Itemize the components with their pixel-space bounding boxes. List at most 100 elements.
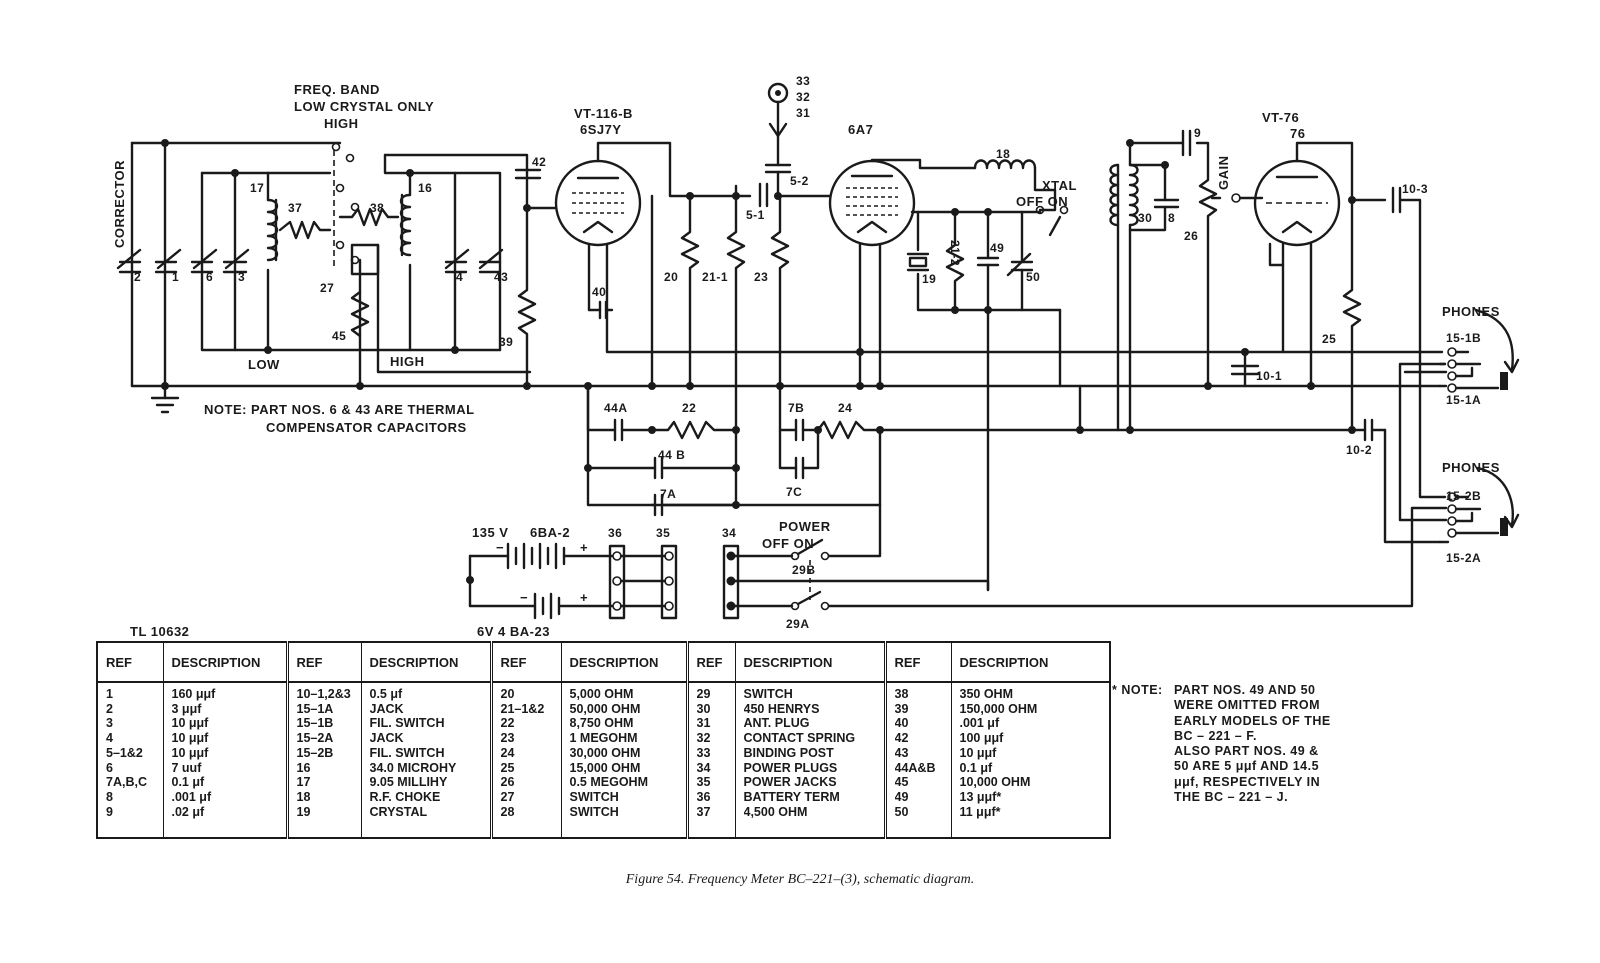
ref-cell: 45 <box>894 775 909 790</box>
footnote-line: μμf, RESPECTIVELY IN <box>1174 774 1321 789</box>
ref-cell: 24 <box>500 745 515 760</box>
tube-6a7 <box>828 158 1069 592</box>
header-desc-5: DESCRIPTION <box>951 642 1110 683</box>
desc-cell: 13 μμf* <box>959 789 1002 804</box>
low-crystal-label: LOW CRYSTAL ONLY <box>294 99 434 114</box>
part-j15-2a: 15-2A <box>1446 551 1481 565</box>
part-l17: 17 <box>250 181 264 195</box>
header-ref-5: REF <box>885 642 952 683</box>
part-c10-2: 10-2 <box>1346 443 1372 457</box>
xtal-off-on-label: OFF ON <box>1016 194 1068 209</box>
ref-cell: 21–1&2 <box>500 701 545 716</box>
part-j33: 33 <box>796 74 810 88</box>
part-j31: 31 <box>796 106 810 120</box>
desc-cell: 160 μμf <box>171 687 216 701</box>
part-r26: 26 <box>1184 229 1198 243</box>
ref-column-1: 1 2 3 4 5–1&2 6 7A,B,C 8 9 <box>97 682 164 838</box>
desc-cell: FIL. SWITCH <box>369 745 445 760</box>
ref-cell: 50 <box>894 804 909 819</box>
part-j15-2b: 15-2B <box>1446 489 1481 503</box>
ref-cell: 35 <box>696 775 711 790</box>
ref-cell: 36 <box>696 789 711 804</box>
desc-cell: 3 μμf <box>171 701 202 716</box>
tube1-name: VT-116-B <box>574 106 633 121</box>
desc-cell: 11 μμf* <box>959 804 1001 819</box>
thermal-note-line1: NOTE: PART NOS. 6 & 43 ARE THERMAL <box>204 402 475 417</box>
part-l16: 16 <box>418 181 432 195</box>
ref-cell: 38 <box>894 687 909 701</box>
ref-cell: 33 <box>696 745 711 760</box>
part-t35: 35 <box>656 526 670 540</box>
part-c44b: 44 B <box>658 448 685 462</box>
band-section-wiring <box>116 139 542 414</box>
ref-cell: 25 <box>500 760 515 775</box>
power-label: POWER <box>779 519 831 534</box>
footnote-line: PART NOS. 49 AND 50 <box>1174 683 1316 697</box>
header-ref-2: REF <box>287 642 362 683</box>
footnote-line: WERE OMITTED FROM <box>1174 698 1320 713</box>
part-c40: 40 <box>592 285 606 299</box>
desc-cell: 4,500 OHM <box>743 804 808 819</box>
tube3-type: 76 <box>1290 126 1305 141</box>
svg-text:+: + <box>580 590 588 605</box>
desc-cell: SWITCH <box>569 789 619 804</box>
gain-label: GAIN <box>1216 156 1231 191</box>
desc-cell: 350 OHM <box>959 687 1014 701</box>
desc-column-3: 5,000 OHM 50,000 OHM 8,750 OHM 1 MEGOHM … <box>561 682 689 838</box>
ref-column-2: 10–1,2&3 15–1A 15–1B 15–2A 15–2B 16 17 1… <box>287 682 362 838</box>
desc-cell: 50,000 OHM <box>569 701 641 716</box>
desc-cell: POWER JACKS <box>743 775 837 790</box>
tube2-name: 6A7 <box>848 122 873 137</box>
figure-caption: Figure 54. Frequency Meter BC–221–(3), s… <box>625 872 975 887</box>
part-c7c: 7C <box>786 485 802 499</box>
high-top-label: HIGH <box>324 116 359 131</box>
part-s29b: 29B <box>792 563 816 577</box>
ref-cell: 37 <box>696 804 711 819</box>
desc-cell: 10 μμf <box>171 716 209 731</box>
footnote-head: * NOTE: <box>1112 683 1163 697</box>
ref-cell: 17 <box>296 775 311 790</box>
ref-cell: 23 <box>500 731 515 746</box>
header-desc-2: DESCRIPTION <box>361 642 493 683</box>
part-r37: 37 <box>288 201 302 215</box>
ref-column-5: 38 39 40 42 43 44A&B 45 49 50 <box>885 682 952 838</box>
xtal-label: XTAL <box>1042 178 1077 193</box>
desc-cell: 34.0 MICROHY <box>369 760 457 775</box>
thermal-note-line2: COMPENSATOR CAPACITORS <box>266 420 467 435</box>
part-l30: 30 <box>1138 211 1152 225</box>
svg-text:+: + <box>580 540 588 555</box>
ref-cell: 15–2A <box>296 731 334 746</box>
desc-cell: 9.05 MILLIHY <box>369 775 448 790</box>
ref-cell: 20 <box>500 687 515 701</box>
output-stage <box>1109 129 1422 432</box>
bus-wiring <box>525 308 1442 544</box>
coupling-network <box>680 82 832 432</box>
ref-cell: 31 <box>696 716 711 731</box>
ref-cell: 34 <box>696 760 711 775</box>
desc-cell: .02 μf <box>171 804 205 819</box>
ref-cell: 22 <box>500 716 515 731</box>
ref-cell: 15–1A <box>296 701 334 716</box>
table-row: 1 2 3 4 5–1&2 6 7A,B,C 8 9 160 μμf 3 μμf… <box>97 682 1110 838</box>
part-c5-1: 5-1 <box>746 208 765 222</box>
low-bottom-label: LOW <box>248 357 280 372</box>
part-t36: 36 <box>608 526 622 540</box>
phones-label-1: PHONES <box>1442 304 1500 319</box>
header-ref-3: REF <box>491 642 562 683</box>
part-r24: 24 <box>838 401 852 415</box>
desc-cell: CRYSTAL <box>369 804 428 819</box>
desc-cell: 0.1 μf <box>171 775 205 790</box>
desc-column-4: SWITCH 450 HENRYS ANT. PLUG CONTACT SPRI… <box>735 682 887 838</box>
table-id-label: TL 10632 <box>130 624 190 639</box>
ref-cell: 19 <box>296 804 311 819</box>
footnote-line: BC – 221 – F. <box>1174 728 1257 743</box>
ref-cell: 2 <box>106 701 113 716</box>
desc-cell: JACK <box>369 731 404 746</box>
ref-cell: 3 <box>106 716 113 731</box>
part-j15-1b: 15-1B <box>1446 331 1481 345</box>
corrector-label: CORRECTOR <box>112 160 127 248</box>
desc-cell: JACK <box>369 701 404 716</box>
ref-cell: 40 <box>894 716 909 731</box>
desc-cell: FIL. SWITCH <box>369 716 445 731</box>
